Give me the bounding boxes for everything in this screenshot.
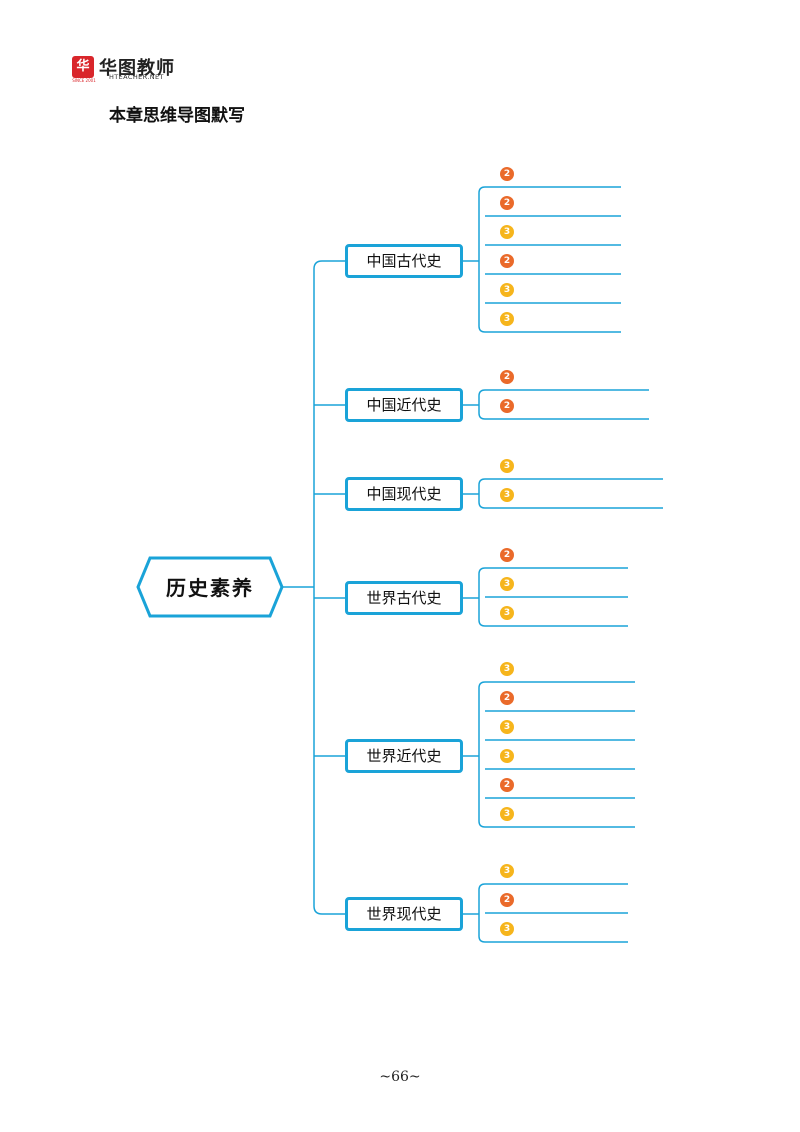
period-node: 中国近代史: [345, 388, 463, 422]
logo-mark-icon: 华: [72, 56, 94, 78]
importance-badge-icon: 3: [500, 922, 514, 936]
importance-badge-icon: 3: [500, 720, 514, 734]
period-node: 世界现代史: [345, 897, 463, 931]
importance-badge-icon: 3: [500, 225, 514, 239]
branch-spine: [478, 186, 486, 333]
branch-spine: [478, 883, 486, 943]
branch-spine: [478, 478, 486, 509]
importance-badge-icon: 3: [500, 459, 514, 473]
importance-badge-icon: 2: [500, 893, 514, 907]
importance-badge-icon: 3: [500, 312, 514, 326]
importance-badge-icon: 3: [500, 662, 514, 676]
branch-spine: [478, 567, 486, 627]
period-node: 中国古代史: [345, 244, 463, 278]
importance-badge-icon: 2: [500, 691, 514, 705]
importance-badge-icon: 3: [500, 807, 514, 821]
root-node-shape: [136, 556, 284, 618]
logo-english-name: HTEACHER.NET: [109, 73, 164, 81]
importance-badge-icon: 3: [500, 749, 514, 763]
page-number: ~66~: [379, 1069, 421, 1085]
importance-badge-icon: 3: [500, 577, 514, 591]
importance-badge-icon: 2: [500, 167, 514, 181]
branch-spine: [478, 389, 486, 420]
period-node: 世界古代史: [345, 581, 463, 615]
trunk-line: [313, 260, 323, 915]
importance-badge-icon: 2: [500, 196, 514, 210]
root-node-label: 历史素养: [166, 576, 254, 600]
importance-badge-icon: 2: [500, 778, 514, 792]
importance-badge-icon: 3: [500, 864, 514, 878]
logo-since-text: SINCE 2001: [72, 78, 96, 83]
importance-badge-icon: 2: [500, 399, 514, 413]
hteacher-logo: 华 SINCE 2001 华图教师 HTEACHER.NET: [72, 56, 187, 84]
importance-badge-icon: 3: [500, 606, 514, 620]
branch-spine: [478, 681, 486, 828]
importance-badge-icon: 2: [500, 548, 514, 562]
period-node: 世界近代史: [345, 739, 463, 773]
importance-badge-icon: 3: [500, 283, 514, 297]
importance-badge-icon: 2: [500, 254, 514, 268]
period-node: 中国现代史: [345, 477, 463, 511]
logo-chinese-name: 华图教师: [99, 58, 175, 79]
importance-badge-icon: 3: [500, 488, 514, 502]
connector-lines: [282, 186, 663, 943]
importance-badge-icon: 2: [500, 370, 514, 384]
page-title: 本章思维导图默写: [109, 106, 245, 126]
